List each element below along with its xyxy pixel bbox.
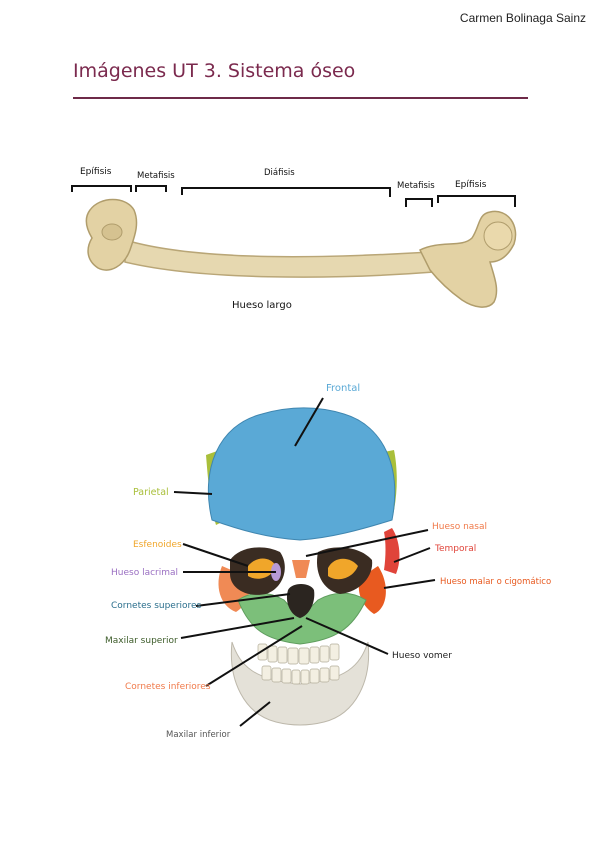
label-temporal: Temporal bbox=[434, 544, 476, 554]
page-title: Imágenes UT 3. Sistema óseo bbox=[73, 60, 356, 82]
label-parietal: Parietal bbox=[133, 487, 169, 498]
label-hueso-malar: Hueso malar o cigomático bbox=[440, 577, 551, 587]
bone-caption: Hueso largo bbox=[232, 300, 292, 311]
author-name: Carmen Bolinaga Sainz bbox=[459, 11, 586, 25]
title-rule bbox=[73, 97, 528, 99]
label-diafisis: Diáfisis bbox=[264, 168, 295, 178]
label-epifisis-right: Epífisis bbox=[455, 180, 487, 190]
label-hueso-vomer: Hueso vomer bbox=[392, 651, 452, 661]
label-frontal: Frontal bbox=[326, 383, 360, 394]
femur-brackets bbox=[71, 185, 516, 207]
label-hueso-lacrimal: Hueso lacrimal bbox=[111, 568, 178, 578]
label-esfenoides: Esfenoides bbox=[133, 540, 182, 550]
label-maxilar-superior: Maxilar superior bbox=[105, 636, 178, 646]
label-cornetes-superiores: Cornetes superiores bbox=[111, 601, 202, 611]
label-cornetes-inferiores: Cornetes inferiores bbox=[125, 682, 211, 692]
label-epifisis-left: Epífisis bbox=[80, 167, 112, 177]
label-metafisis-right: Metafisis bbox=[397, 181, 435, 191]
label-metafisis-left: Metafisis bbox=[137, 171, 175, 181]
skull-illustration bbox=[206, 407, 400, 726]
label-hueso-nasal: Hueso nasal bbox=[432, 522, 487, 532]
skull-leader-lines bbox=[173, 397, 436, 727]
femur-illustration bbox=[85, 198, 517, 308]
label-maxilar-inferior: Maxilar inferior bbox=[166, 730, 231, 740]
